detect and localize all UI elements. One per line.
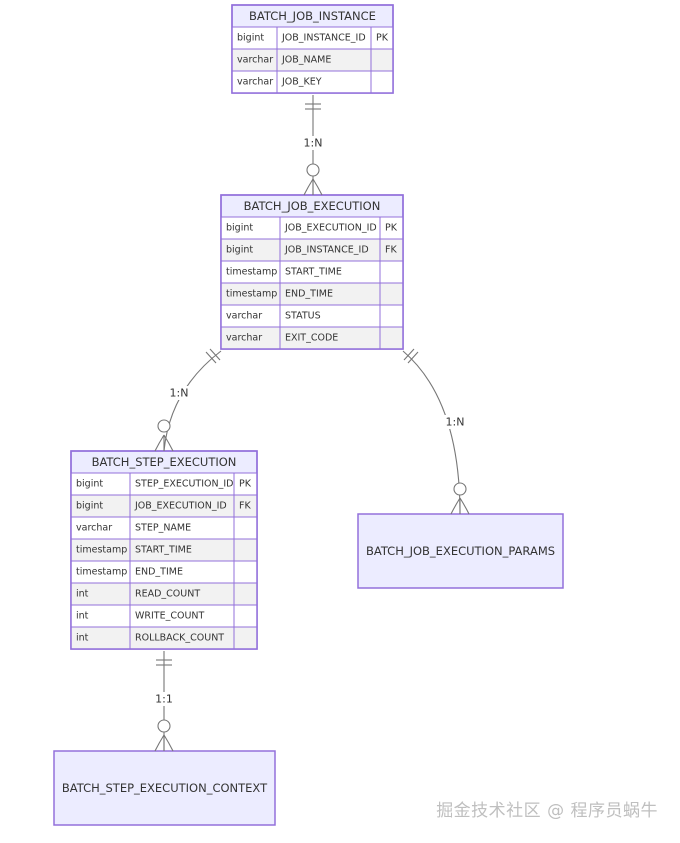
attribute-row: int ROLLBACK_COUNT: [71, 626, 257, 649]
entity-title: BATCH_JOB_EXECUTION_PARAMS: [366, 544, 555, 558]
attribute-name: END_TIME: [285, 289, 333, 300]
attribute-name: JOB_NAME: [281, 55, 331, 66]
attribute-row: int READ_COUNT: [71, 582, 257, 605]
attribute-type: timestamp: [76, 567, 127, 578]
attribute-type: varchar: [226, 333, 262, 344]
attribute-name: WRITE_COUNT: [135, 611, 205, 622]
attribute-row: bigint JOB_EXECUTION_ID PK: [221, 216, 403, 239]
attribute-type: timestamp: [226, 289, 277, 300]
attribute-type: int: [76, 611, 89, 622]
attribute-type: bigint: [226, 223, 253, 234]
attribute-row: varchar STEP_NAME: [71, 516, 257, 539]
entity-title: BATCH_STEP_EXECUTION_CONTEXT: [62, 781, 268, 795]
attribute-key: PK: [376, 33, 389, 44]
entity-title: BATCH_JOB_EXECUTION: [244, 199, 381, 213]
attribute-name: START_TIME: [135, 545, 192, 556]
attribute-type: int: [76, 589, 89, 600]
attribute-row: varchar JOB_NAME: [232, 48, 393, 71]
attribute-name: STEP_NAME: [135, 523, 191, 534]
relationship-batch-job-instance-to-batch-job-execution: 1:N: [302, 95, 324, 196]
cardinality-label: 1:N: [304, 137, 323, 150]
attribute-key: PK: [385, 223, 398, 234]
attribute-key: PK: [239, 479, 252, 490]
relationship-batch-job-execution-to-batch-step-execution: 1:N: [154, 348, 222, 452]
attribute-row: timestamp START_TIME: [221, 260, 403, 283]
attribute-type: timestamp: [226, 267, 277, 278]
attribute-name: STATUS: [285, 311, 321, 322]
attribute-row: int WRITE_COUNT: [71, 604, 257, 627]
attribute-name: JOB_KEY: [281, 77, 322, 88]
attribute-type: bigint: [76, 501, 103, 512]
cardinality-label: 1:N: [170, 387, 189, 400]
attribute-row: bigint JOB_INSTANCE_ID FK: [221, 238, 403, 261]
entity-title: BATCH_STEP_EXECUTION: [92, 455, 237, 469]
watermark-text: 掘金技术社区 @ 程序员蜗牛: [436, 801, 658, 821]
relationship-batch-step-execution-to-batch-step-execution-context: 1:1: [153, 651, 175, 752]
entity-batch-step-execution-context: BATCH_STEP_EXECUTION_CONTEXT: [53, 750, 276, 826]
attribute-type: int: [76, 633, 89, 644]
attribute-row: timestamp START_TIME: [71, 538, 257, 561]
relationship-batch-job-execution-to-batch-job-execution-params: 1:N: [402, 348, 470, 515]
attribute-name: EXIT_CODE: [285, 333, 338, 344]
attribute-row: varchar JOB_KEY: [232, 70, 393, 93]
attribute-type: varchar: [237, 77, 273, 88]
attribute-row: bigint JOB_EXECUTION_ID FK: [71, 494, 257, 517]
attribute-type: varchar: [226, 311, 262, 322]
attribute-type: timestamp: [76, 545, 127, 556]
attribute-row: bigint JOB_INSTANCE_ID PK: [232, 26, 393, 49]
attribute-row: varchar EXIT_CODE: [221, 326, 403, 349]
attribute-key: FK: [239, 501, 251, 512]
attribute-name: JOB_EXECUTION_ID: [284, 223, 377, 234]
attribute-type: bigint: [76, 479, 103, 490]
attribute-name: JOB_INSTANCE_ID: [281, 33, 366, 44]
attribute-row: varchar STATUS: [221, 304, 403, 327]
attribute-name: END_TIME: [135, 567, 183, 578]
attribute-name: STEP_EXECUTION_ID: [135, 479, 233, 490]
attribute-type: varchar: [76, 523, 112, 534]
attribute-row: timestamp END_TIME: [221, 282, 403, 305]
attribute-type: varchar: [237, 55, 273, 66]
attribute-name: JOB_EXECUTION_ID: [134, 501, 227, 512]
attribute-key: FK: [385, 245, 397, 256]
attribute-row: timestamp END_TIME: [71, 560, 257, 583]
attribute-type: bigint: [226, 245, 253, 256]
attribute-name: READ_COUNT: [135, 589, 200, 600]
entity-title: BATCH_JOB_INSTANCE: [249, 9, 376, 23]
attribute-name: JOB_INSTANCE_ID: [284, 245, 369, 256]
cardinality-label: 1:N: [446, 416, 465, 429]
attribute-name: ROLLBACK_COUNT: [135, 633, 224, 644]
attribute-row: bigint STEP_EXECUTION_ID PK: [71, 472, 257, 495]
cardinality-label: 1:1: [155, 693, 173, 706]
entity-batch-job-execution-params: BATCH_JOB_EXECUTION_PARAMS: [357, 513, 564, 589]
attribute-name: START_TIME: [285, 267, 342, 278]
attribute-type: bigint: [237, 33, 264, 44]
